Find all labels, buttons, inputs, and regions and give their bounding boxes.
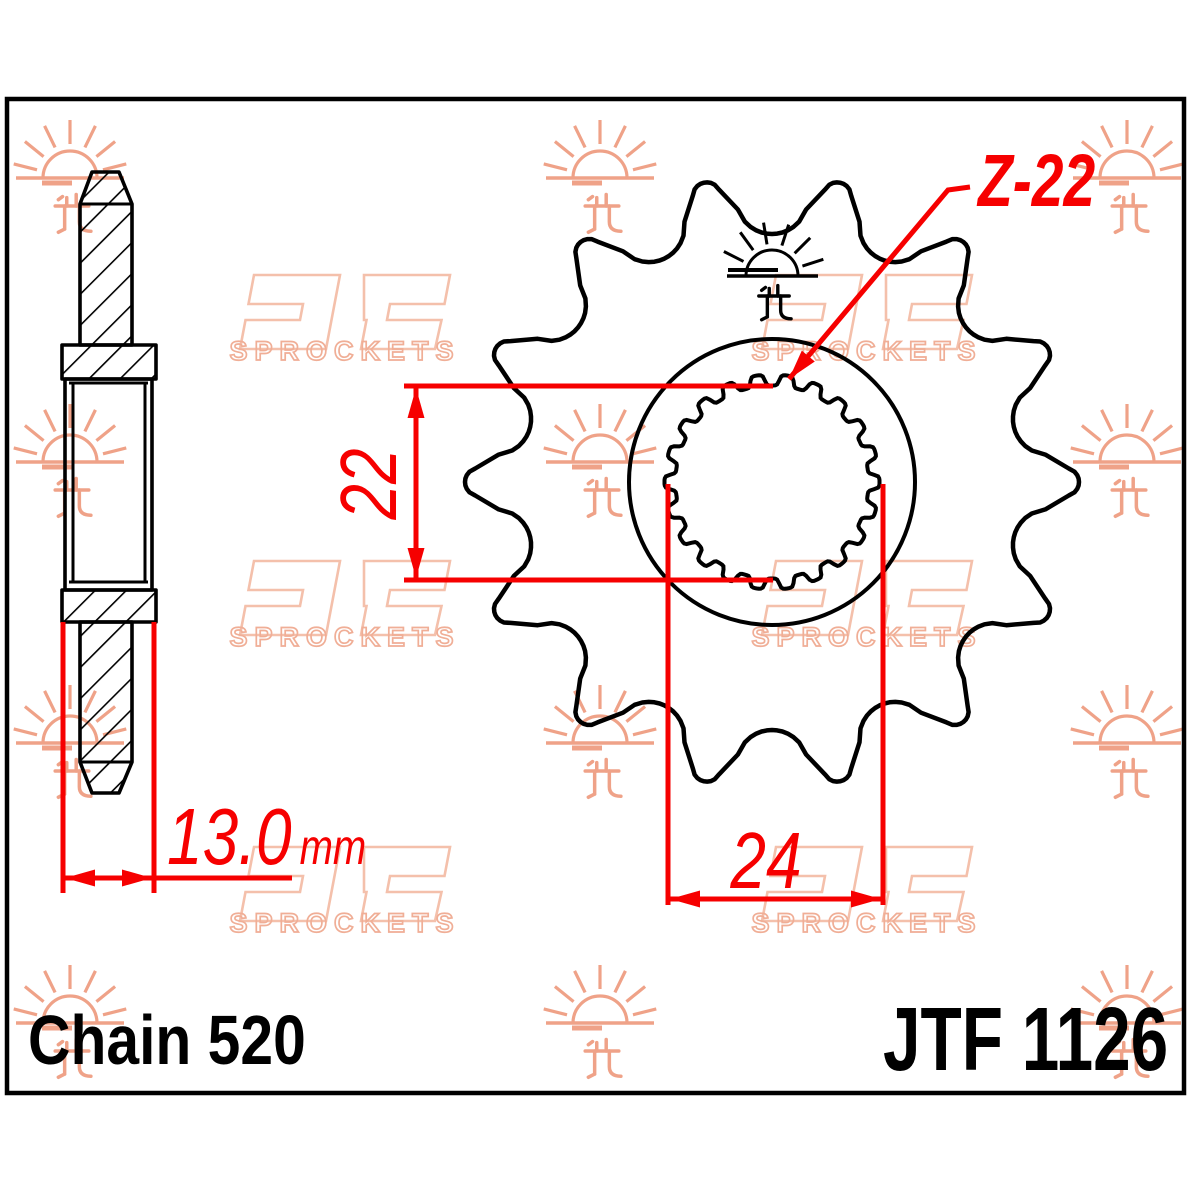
sunrise-logo-icon [13,965,127,1079]
sunrise-logo-icon [1070,685,1184,799]
jt-sprockets-watermark: SPROCKETS [229,273,460,367]
dimension-layer [60,184,971,908]
spline-bore-outline [662,373,882,591]
part-number-label: JTF 1126 [883,990,1169,1090]
width-value: 13.0 [167,792,292,881]
sunrise-logo-icon [13,404,127,518]
width-dimension-label: 13.0 mm [167,797,366,877]
jt-sun-mark-black [723,222,824,322]
sprockets-watermark-text: SPROCKETS [751,622,982,652]
jt-sprockets-watermark: SPROCKETS [229,559,460,653]
bore-minor-dimension-label: 22 [324,448,413,520]
watermark-layer: SPROCKETS SPROCKETS SPROCKETS SPROCKETS SPRO… [13,120,1184,1079]
sunrise-logo-icon [1070,120,1184,234]
jt-sprockets-watermark: SPROCKETS [751,559,982,653]
sprocket-side-view [60,170,158,795]
sunrise-logo-icon [543,965,657,1079]
sunrise-logo-icon [1070,404,1184,518]
sprockets-watermark-text: SPROCKETS [229,908,460,938]
sprockets-watermark-text: SPROCKETS [229,622,460,652]
jt-sprockets-watermark: SPROCKETS [751,845,982,939]
jt-sprockets-watermark: SPROCKETS [229,845,460,939]
sunrise-logo-icon [543,120,657,234]
sprockets-watermark-text: SPROCKETS [751,908,982,938]
black-linework-layer [60,170,1082,795]
sunrise-logo-icon [543,685,657,799]
sunrise-logo-icon [1070,965,1184,1079]
teeth-count-label: Z-22 [978,139,1096,222]
sprocket-teeth-outline [462,180,1082,784]
sprockets-watermark-text: SPROCKETS [229,336,460,366]
drawing-frame-border [4,96,1187,1096]
bore-major-dimension-label: 24 [730,816,802,905]
hub-circle [627,337,917,627]
sprocket-front-view [462,180,1082,784]
width-unit: mm [299,819,367,875]
chain-size-label: Chain 520 [28,1001,306,1079]
sunrise-logo-icon [543,404,657,518]
